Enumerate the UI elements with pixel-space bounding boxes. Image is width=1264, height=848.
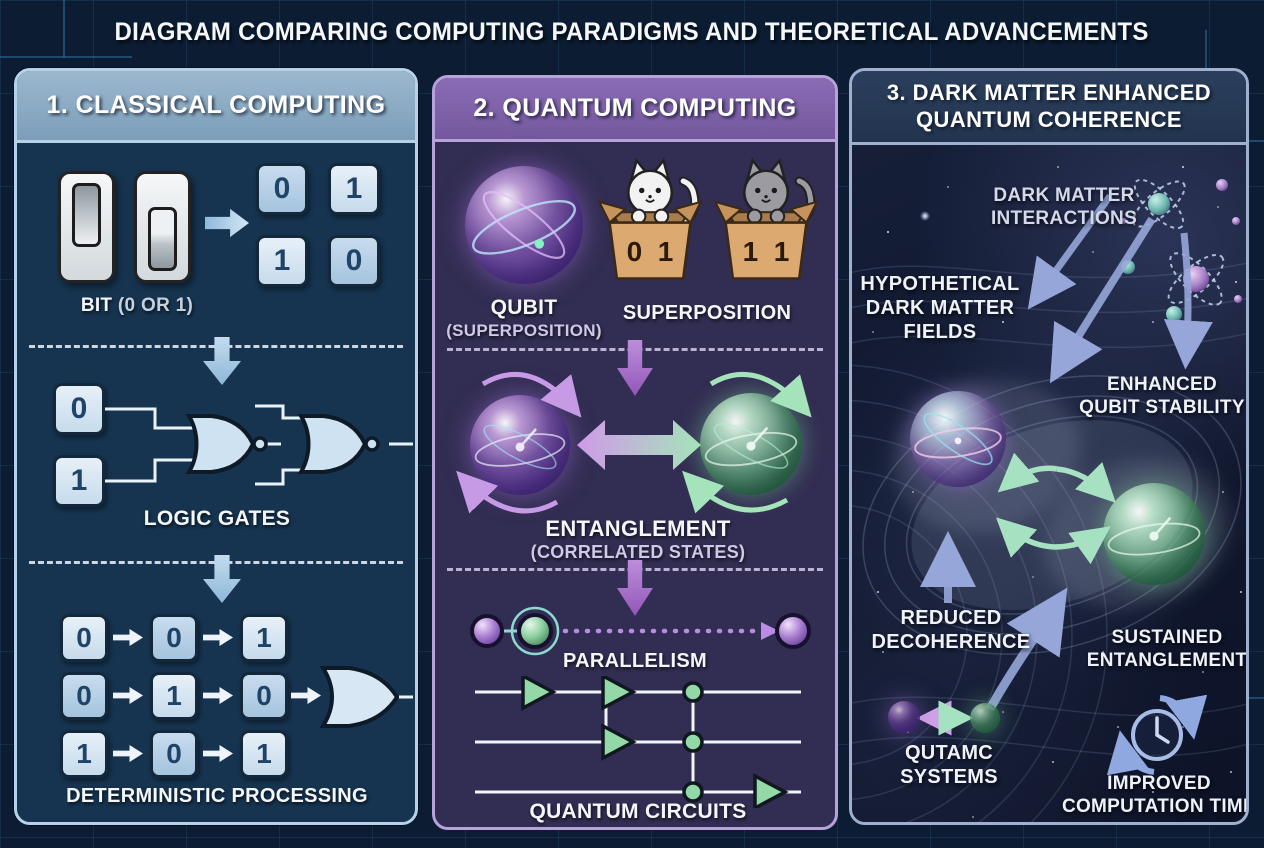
nor-gate-icon [297,414,380,474]
qubit-sublabel: (SUPERPOSITION) [446,321,602,340]
right-arrow-icon [205,208,249,238]
quantum-circuits-label: QUANTUM CIRCUITS [529,800,747,823]
entanglement-arrows [456,371,812,514]
qubit-sphere-icon [465,166,583,284]
switch-rocker [72,183,101,247]
enhanced-stability-label: ENHANCED QUBIT STABILITY [1079,374,1245,418]
grid-accent [0,56,132,58]
right-arrow-icon [113,629,143,646]
bright-star-icon [920,211,930,221]
bit-cell: 1 [256,235,308,287]
stars [852,71,854,73]
det-cell: 1 [150,672,198,720]
logic-gates-schematic [105,404,413,486]
bit-cell: 0 [256,163,308,215]
toggle-switch-off-icon [134,171,191,283]
grid-accent [63,0,65,58]
improved-computation-label: IMPROVED COMPUTATION TIME [1061,773,1249,817]
det-cell: 1 [240,614,288,662]
panel-classical-computing: 1. CLASSICAL COMPUTING 0 1 1 0 BIT (0 OR… [14,68,418,825]
right-arrow-icon [113,745,143,762]
cat-in-box-icon: 1 1 [713,157,819,280]
double-arrow-icon [577,420,701,470]
quantum-circuit-graphic [475,676,801,808]
bit-cell: 0 [328,235,380,287]
svg-text:0: 0 [627,236,643,267]
panel-quantum-computing: 2. QUANTUM COMPUTING 0 [432,75,838,830]
det-cell: 0 [60,614,108,662]
panel3-arrows [916,193,1213,736]
panel-dark-matter-coherence: 3. DARK MATTER ENHANCED QUANTUM COHERENC… [849,68,1249,825]
right-arrow-icon [291,687,321,704]
cat-in-box-icon: 0 1 [597,157,703,280]
det-cell: 1 [240,730,288,778]
stabilized-qubit-purple [910,391,1006,487]
logic-input-cell: 1 [53,455,105,507]
qubit-label: QUBIT [490,296,558,319]
entanglement-sublabel: (CORRELATED STATES) [530,542,746,562]
entanglement-label: ENTANGLEMENT [545,516,731,541]
or-gate-icon [319,666,413,728]
right-arrow-icon [203,745,233,762]
svg-text:1: 1 [658,236,674,267]
bit-cell: 1 [328,163,380,215]
det-cell: 0 [240,672,288,720]
logic-gates-label: LOGIC GATES [143,507,291,530]
right-arrow-icon [113,687,143,704]
qubit-orbit-rings [472,191,576,259]
logic-input-cell: 0 [53,383,105,435]
clock-icon [1106,694,1208,776]
switch-rocker [148,207,177,271]
toggle-switch-on-icon [58,171,115,283]
det-cell: 0 [150,730,198,778]
det-cell: 1 [60,730,108,778]
reduced-decoherence-label: REDUCED DECOHERENCE [871,607,1031,653]
parallelism-label: PARALLELISM [562,650,708,672]
svg-text:1: 1 [743,236,759,267]
right-arrow-icon [203,687,233,704]
right-arrow-icon [203,629,233,646]
panel2-header: 2. QUANTUM COMPUTING [435,78,835,142]
svg-text:1: 1 [774,236,790,267]
hypothetical-fields-label: HYPOTHETICAL DARK MATTER FIELDS [860,273,1020,343]
page-title: DIAGRAM COMPARING COMPUTING PARADIGMS AN… [114,18,1150,46]
det-cell: 0 [150,614,198,662]
dark-matter-interactions-label: DARK MATTER INTERACTIONS [990,185,1138,229]
panel3-header: 3. DARK MATTER ENHANCED QUANTUM COHERENC… [852,71,1246,145]
sustained-entanglement-label: SUSTAINED ENTANGLEMENT [1086,627,1248,671]
superposition-label: SUPERPOSITION [622,302,792,324]
panel1-header: 1. CLASSICAL COMPUTING [17,71,415,143]
nor-gate-icon [185,414,268,474]
det-cell: 0 [60,672,108,720]
small-qubit-green [970,703,1000,733]
deterministic-label: DETERMINISTIC PROCESSING [66,785,368,807]
small-qubit-purple [888,701,920,733]
stabilized-qubit-green [1103,483,1205,585]
bit-label: BIT (0 OR 1) [80,295,194,316]
qutamc-systems-label: QUTAMC SYSTEMS [900,742,998,788]
parallelism-graphic [470,606,811,656]
